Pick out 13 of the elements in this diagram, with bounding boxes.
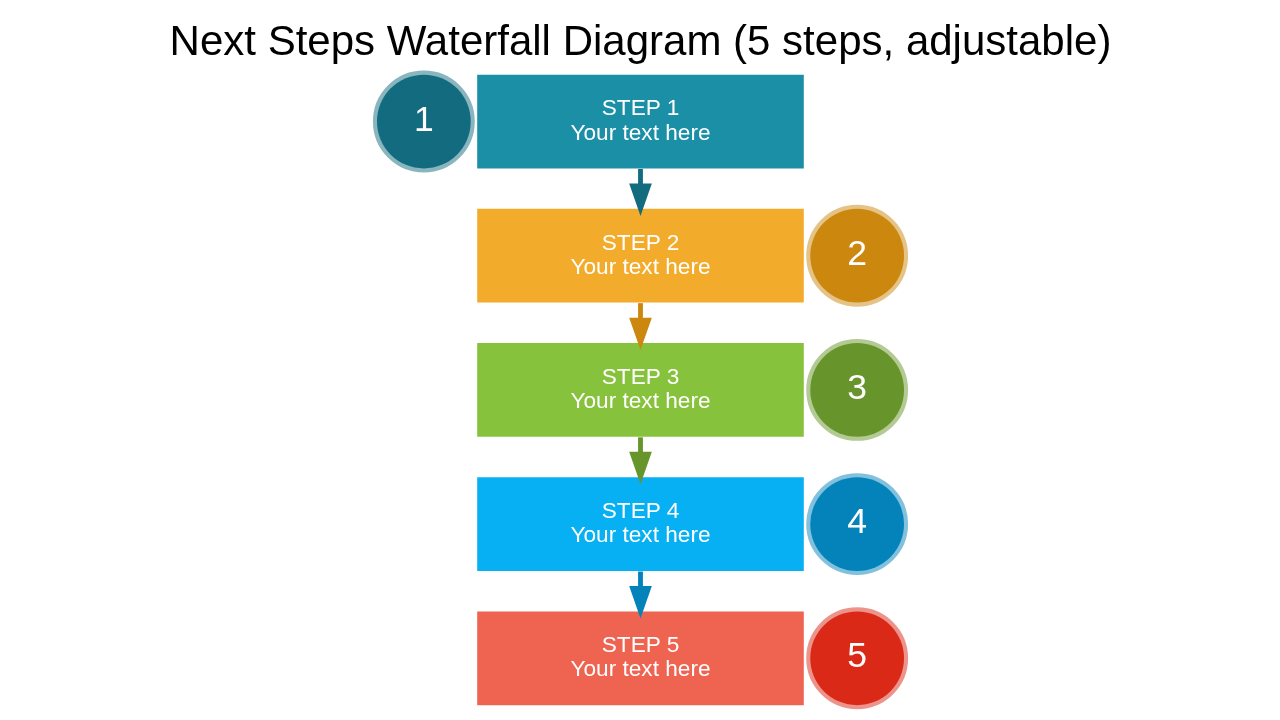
arrow xyxy=(628,303,652,351)
diagram-title: Next Steps Waterfall Diagram (5 steps, adjustable) xyxy=(169,16,1111,64)
node-circle: 2 xyxy=(805,204,908,307)
node-box: STEP 3 Your text here xyxy=(476,343,804,437)
node-circle: 5 xyxy=(805,607,908,710)
node-circle: 1 xyxy=(372,70,475,173)
node-box: STEP 2 Your text here xyxy=(476,208,804,303)
arrow xyxy=(628,437,652,485)
node-box: STEP 5 Your text here xyxy=(476,611,804,706)
node-box: STEP 4 Your text here xyxy=(476,477,804,571)
node-circle: 4 xyxy=(805,473,908,576)
node-circle: 3 xyxy=(805,338,908,441)
node-box: STEP 1 Your text here xyxy=(476,74,804,169)
